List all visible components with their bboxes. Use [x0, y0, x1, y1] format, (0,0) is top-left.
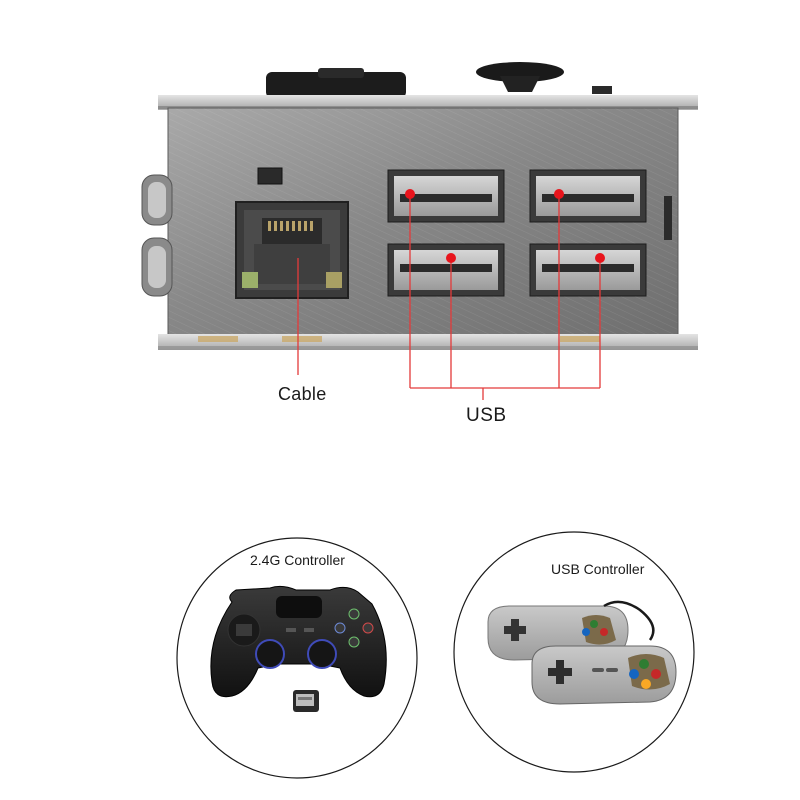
usb-port-icon — [529, 243, 647, 297]
marker-dot — [554, 189, 564, 199]
usb-controller-label: USB Controller — [551, 561, 645, 577]
side-audio-connectors — [141, 174, 173, 297]
wireless-controller-label: 2.4G Controller — [250, 552, 345, 568]
usb-receiver-icon — [293, 690, 319, 712]
callout-lines — [297, 194, 601, 400]
marker-dot — [446, 253, 456, 263]
usb-port-icon — [387, 243, 505, 297]
marker-dot — [595, 253, 605, 263]
callout-markers — [405, 189, 605, 263]
ethernet-port-icon — [235, 201, 349, 299]
status-slot — [257, 167, 283, 185]
cable-label: Cable — [278, 384, 327, 404]
usb-port-icon — [387, 169, 505, 223]
case-top-parts — [266, 62, 612, 98]
wireless-gamepad-icon — [210, 585, 387, 698]
usb-port-icon — [529, 169, 647, 223]
usb-ports — [387, 169, 647, 297]
usb-label: USB — [466, 405, 507, 426]
snes-gamepad-icon — [531, 645, 677, 705]
side-slot — [664, 196, 672, 240]
marker-dot — [405, 189, 415, 199]
case-top-plate — [158, 95, 698, 109]
